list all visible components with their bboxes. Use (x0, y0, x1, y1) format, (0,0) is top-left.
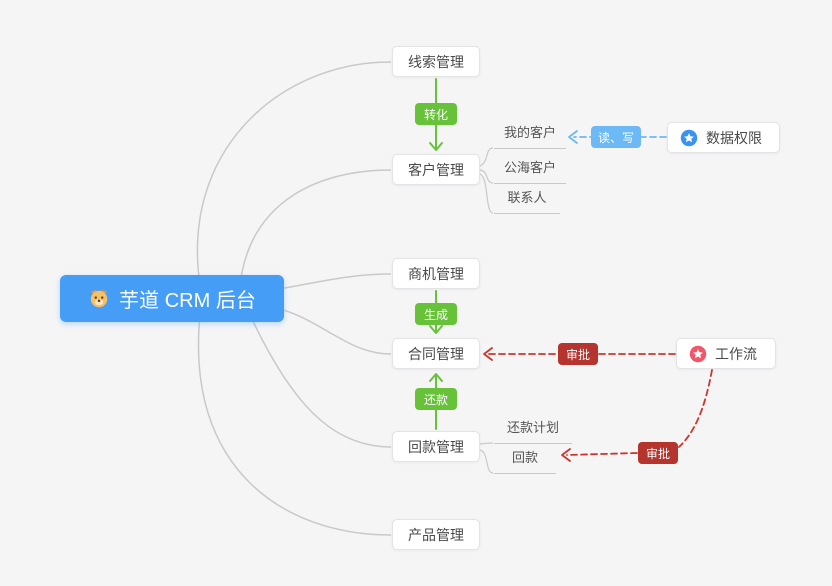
edge-badge-approve-payment: 审批 (638, 442, 678, 464)
star-circle-icon (689, 345, 707, 362)
node-lead-management: 线索管理 (392, 46, 480, 77)
edge-badge-generate: 生成 (415, 303, 457, 325)
side-node-label: 工作流 (715, 345, 757, 362)
node-contract-management: 合同管理 (392, 338, 480, 369)
child-contacts: 联系人 (494, 190, 560, 214)
approval-arrowheads (483, 347, 571, 462)
child-branch-lines (479, 147, 494, 474)
root-node-crm-backend: 芋道 CRM 后台 (60, 275, 284, 322)
edge-badge-repay: 还款 (415, 388, 457, 410)
node-label: 商机管理 (408, 265, 464, 282)
child-my-customers: 我的客户 (494, 125, 566, 149)
edge-badge-approve-contract: 审批 (558, 343, 598, 365)
node-label: 线索管理 (408, 53, 464, 70)
child-repayment-plan: 还款计划 (494, 420, 572, 444)
dog-face-icon (90, 289, 108, 307)
node-label: 客户管理 (408, 161, 464, 178)
node-workflow: 工作流 (676, 338, 776, 369)
side-node-label: 数据权限 (706, 129, 762, 146)
read-write-arrowhead (568, 130, 578, 144)
node-data-permission: 数据权限 (667, 122, 780, 153)
node-label: 合同管理 (408, 345, 464, 362)
node-customer-management: 客户管理 (392, 154, 480, 185)
child-payment: 回款 (494, 450, 556, 474)
node-label: 产品管理 (408, 526, 464, 543)
edge-badge-convert: 转化 (415, 103, 457, 125)
node-payment-management: 回款管理 (392, 431, 480, 462)
node-opportunity-management: 商机管理 (392, 258, 480, 289)
node-label: 回款管理 (408, 438, 464, 455)
node-product-management: 产品管理 (392, 519, 480, 550)
child-public-customers: 公海客户 (494, 160, 566, 184)
green-flow-arrows (429, 78, 443, 430)
star-circle-icon (680, 129, 698, 146)
edge-badge-read-write: 读、写 (591, 126, 641, 148)
root-branch-lines (196, 61, 392, 536)
root-node-label: 芋道 CRM 后台 (119, 290, 256, 312)
